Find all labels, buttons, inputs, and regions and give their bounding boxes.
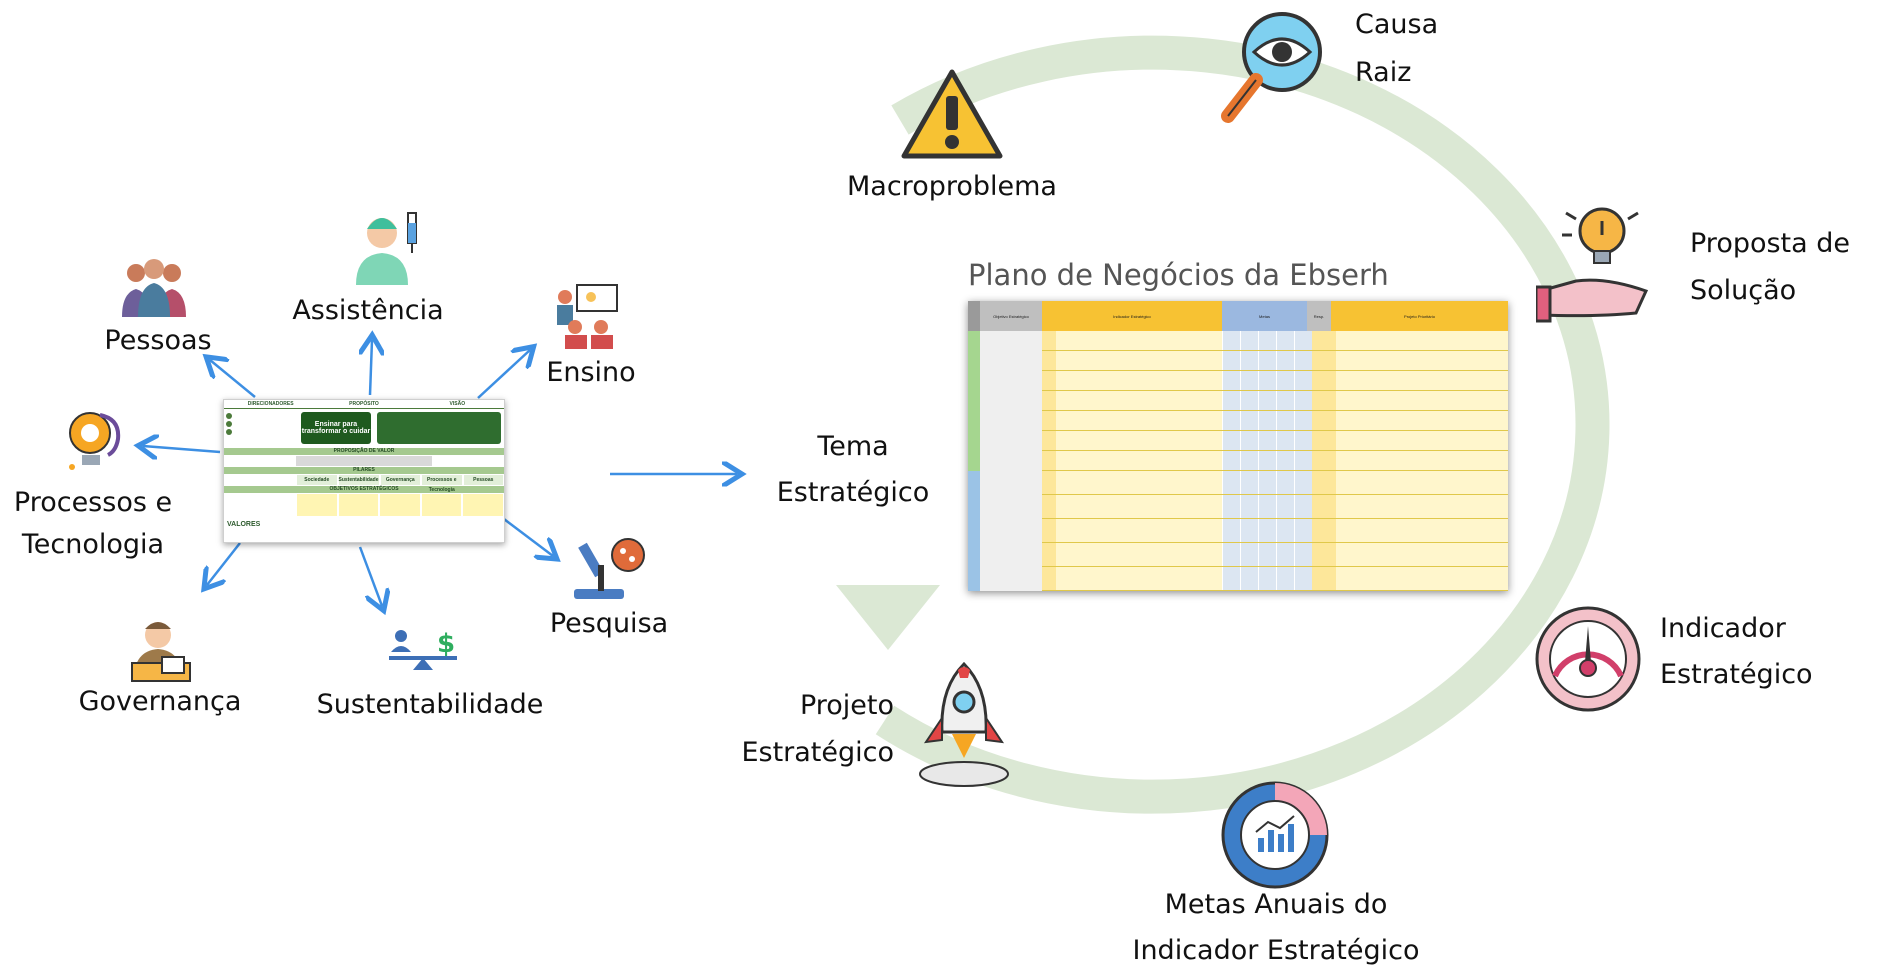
warning-icon (901, 69, 1003, 159)
label-tema-line2: Estratégico (776, 477, 930, 508)
manager-icon (131, 622, 191, 682)
map-objetivos-row (296, 494, 504, 516)
arrow-ensino (477, 350, 530, 399)
plan-header-metas: Metas (1222, 301, 1307, 331)
teacher-presentation-icon (557, 284, 618, 349)
arrow-pessoas (210, 360, 256, 398)
label-metas-line2: Indicador Estratégico (1132, 935, 1420, 966)
map-valores: VALORES (227, 520, 261, 528)
map-objetivos: OBJETIVOS ESTRATÉGICOS (224, 486, 504, 493)
cycle-ring (875, 35, 1610, 814)
label-sustentabilidade: Sustentabilidade (316, 689, 544, 720)
chart-badge-icon (1221, 781, 1329, 889)
arrow-sustentabilidade (358, 546, 382, 606)
label-proposta-line2: Solução (1690, 275, 1797, 306)
map-valores-row: VALORES (224, 517, 504, 531)
label-causa-line2: Raiz (1355, 57, 1412, 88)
map-col-direcionadores: DIRECIONADORES (247, 401, 294, 407)
arrow-governanca (207, 542, 241, 585)
label-processos-line1: Processos e (13, 487, 173, 518)
plan-header-projeto: Projeto Prioritário (1331, 301, 1508, 331)
svg-text:$: $ (437, 629, 455, 659)
map-col-proposito: PROPÓSITO (349, 401, 379, 407)
label-projeto-line2: Estratégico (741, 737, 894, 768)
arrow-assistencia (370, 340, 372, 396)
strategic-map-thumbnail: DIRECIONADORES PROPÓSITO VISÃO Ensinar p… (223, 399, 505, 543)
plan-header-objetivo: Objetivo Estratégico (980, 301, 1042, 331)
gauge-icon (1535, 606, 1641, 712)
label-assistencia: Assistência (292, 295, 444, 326)
label-indicador-line2: Estratégico (1660, 659, 1813, 690)
label-tema-line1: Tema (817, 431, 889, 462)
doctor-syringe-icon (356, 212, 417, 285)
map-pilar: Sociedade (297, 475, 337, 485)
map-pilares: PILARES (224, 467, 504, 474)
people-icon (122, 259, 186, 317)
label-indicador-line1: Indicador (1660, 613, 1786, 644)
bulb-hand-icon (1536, 207, 1649, 323)
plan-title: Plano de Negócios da Ebserh (968, 258, 1389, 292)
label-processos-line2: Tecnologia (21, 529, 165, 560)
label-ensino: Ensino (546, 357, 636, 388)
label-governanca: Governança (78, 686, 242, 717)
arrow-processos (143, 446, 221, 452)
microscope-icon (574, 538, 645, 599)
map-pilares-row: Sociedade Sustentabilidade Governança Pr… (296, 475, 504, 493)
cycle-ring-arrowhead (836, 585, 940, 650)
plan-table-thumbnail: Objetivo Estratégico Indicador Estratégi… (968, 301, 1508, 591)
plan-header-resp: Resp. (1307, 301, 1331, 331)
plan-section-sociedade (968, 331, 1508, 471)
magnifier-eye-icon (1221, 12, 1322, 123)
map-visao-box (377, 412, 501, 444)
map-proposicao-valor: PROPOSIÇÃO DE VALOR (224, 448, 504, 455)
label-projeto-line1: Projeto (799, 690, 894, 721)
map-pilar: Pessoas (463, 475, 504, 485)
map-pilar: Sustentabilidade (338, 475, 379, 485)
label-pesquisa: Pesquisa (549, 608, 669, 639)
map-valor-text (296, 456, 432, 466)
map-col-visao: VISÃO (449, 401, 466, 407)
label-metas-line1: Metas Anuais do (1164, 889, 1388, 920)
label-proposta-line1: Proposta de (1690, 228, 1851, 259)
map-direcionadores (224, 409, 298, 447)
balance-money-icon: $ (389, 629, 457, 670)
gear-bulb-icon (69, 412, 121, 470)
map-pilar: Governança (380, 475, 421, 485)
plan-objetivo-cell (980, 471, 1042, 591)
label-pessoas: Pessoas (104, 325, 212, 356)
label-causa-line1: Causa (1355, 9, 1439, 40)
plan-header-indicador: Indicador Estratégico (1042, 301, 1222, 331)
label-macroproblema: Macroproblema (847, 171, 1057, 202)
map-proposito-text: Ensinar para transformar o cuidar (301, 412, 371, 444)
rocket-icon (919, 662, 1009, 787)
plan-section-sustentabilidade (968, 471, 1508, 591)
plan-table-header: Objetivo Estratégico Indicador Estratégi… (968, 301, 1508, 331)
arrow-pesquisa (499, 515, 553, 556)
map-pilar: Processos e Tecnologia (422, 475, 462, 493)
plan-objetivo-cell (980, 331, 1042, 471)
